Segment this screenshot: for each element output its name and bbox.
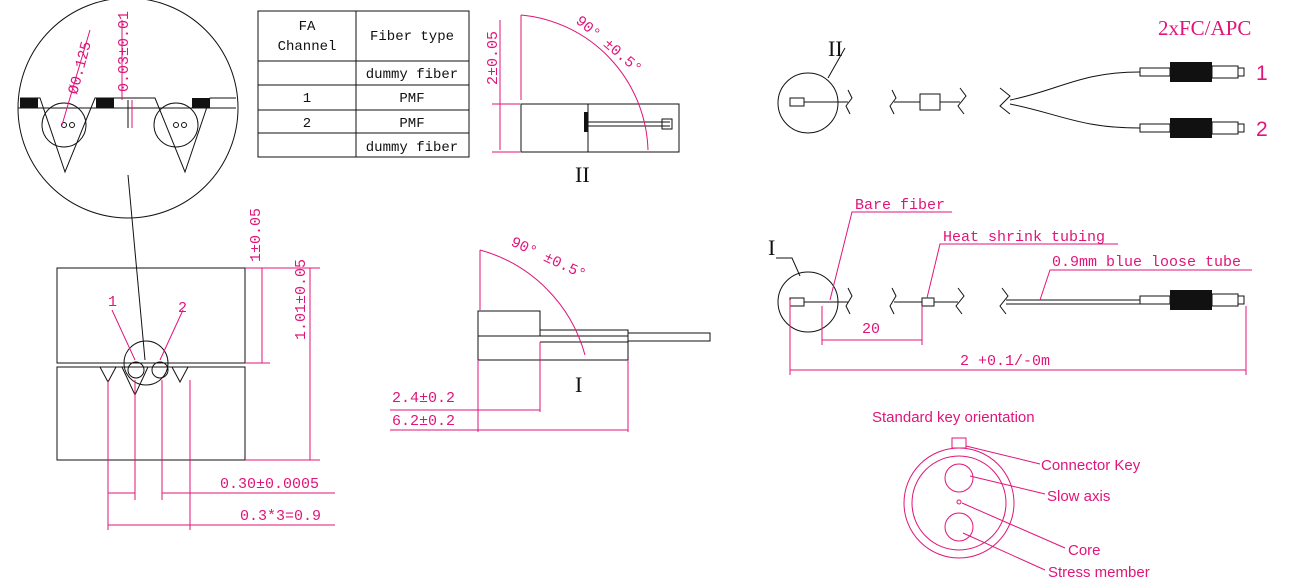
header-channel-2: Channel xyxy=(278,39,337,55)
row-4-type: dummy fiber xyxy=(366,140,458,156)
row-3-type: PMF xyxy=(399,116,424,132)
dim-span: 0.3*3=0.9 xyxy=(240,508,321,525)
connector-key-label: Connector Key xyxy=(1041,457,1141,474)
header-channel-1: FA xyxy=(299,19,316,35)
dim-length: 2 +0.1/-0m xyxy=(960,353,1050,370)
connector-1 xyxy=(1139,62,1245,82)
bare-fiber-label: Bare fiber xyxy=(855,197,945,214)
dim-b: 6.2±0.2 xyxy=(392,413,455,430)
key-orientation: Standard key orientation Connector Key S… xyxy=(872,409,1150,581)
view-label-II-assembly: II xyxy=(828,36,843,61)
connector-single xyxy=(1139,290,1245,310)
row-1-type: dummy fiber xyxy=(366,67,458,83)
port-2-label: 2 xyxy=(178,300,187,317)
slow-axis-label: Slow axis xyxy=(1047,488,1110,505)
port-2-assembly: 2 xyxy=(1256,118,1268,141)
port-1-label: 1 xyxy=(108,294,117,311)
connector-title: 2xFC/APC xyxy=(1158,16,1251,40)
height-dim: 2±0.05 xyxy=(485,31,502,85)
connector-2 xyxy=(1139,118,1245,138)
key-orientation-title: Standard key orientation xyxy=(872,409,1035,426)
core-label: Core xyxy=(1068,542,1101,559)
heat-shrink-label: Heat shrink tubing xyxy=(943,229,1105,246)
row-3-channel: 2 xyxy=(303,116,311,132)
assembly-top: II 2xFC/APC 1 2 xyxy=(777,16,1268,141)
header-fiber-type: Fiber type xyxy=(370,29,454,45)
angle-label-I: 90° ±0.5° xyxy=(508,234,589,284)
row-2-type: PMF xyxy=(399,91,424,107)
dim-total: 1.01±0.05 xyxy=(293,259,310,340)
view-label-II: II xyxy=(575,162,590,187)
assembly-bottom: I Bare fiber Heat shrink tubing 0.9mm bl… xyxy=(768,197,1252,375)
side-view-II: 2±0.05 90° ±0.5° II xyxy=(485,13,680,187)
dim-top: 1±0.05 xyxy=(248,208,265,262)
dim-a: 2.4±0.2 xyxy=(392,390,455,407)
fiber-table: FA Channel Fiber type dummy fiber 1 PMF … xyxy=(257,10,470,158)
view-label-I-assembly: I xyxy=(768,235,775,260)
dim-20: 20 xyxy=(862,321,880,338)
view-label-I: I xyxy=(575,372,582,397)
stress-member-label: Stress member xyxy=(1048,564,1150,581)
dim-pitch: 0.30±0.0005 xyxy=(220,476,319,493)
front-view: 1 2 1±0.05 1.01±0.05 0.30±0.0005 0.3*3=0… xyxy=(56,208,335,530)
port-1-assembly: 1 xyxy=(1256,62,1268,85)
side-view-I: 90° ±0.5° I 2.4±0.2 6.2±0.2 xyxy=(390,234,711,432)
loose-tube-label: 0.9mm blue loose tube xyxy=(1052,254,1241,271)
angle-label-II: 90° ±0.5° xyxy=(572,13,645,78)
detail-circle: Ø0.125 0.03±0.01 xyxy=(17,0,239,361)
row-2-channel: 1 xyxy=(303,91,311,107)
offset-label: 0.03±0.01 xyxy=(116,11,133,92)
diameter-label: Ø0.125 xyxy=(65,40,95,97)
